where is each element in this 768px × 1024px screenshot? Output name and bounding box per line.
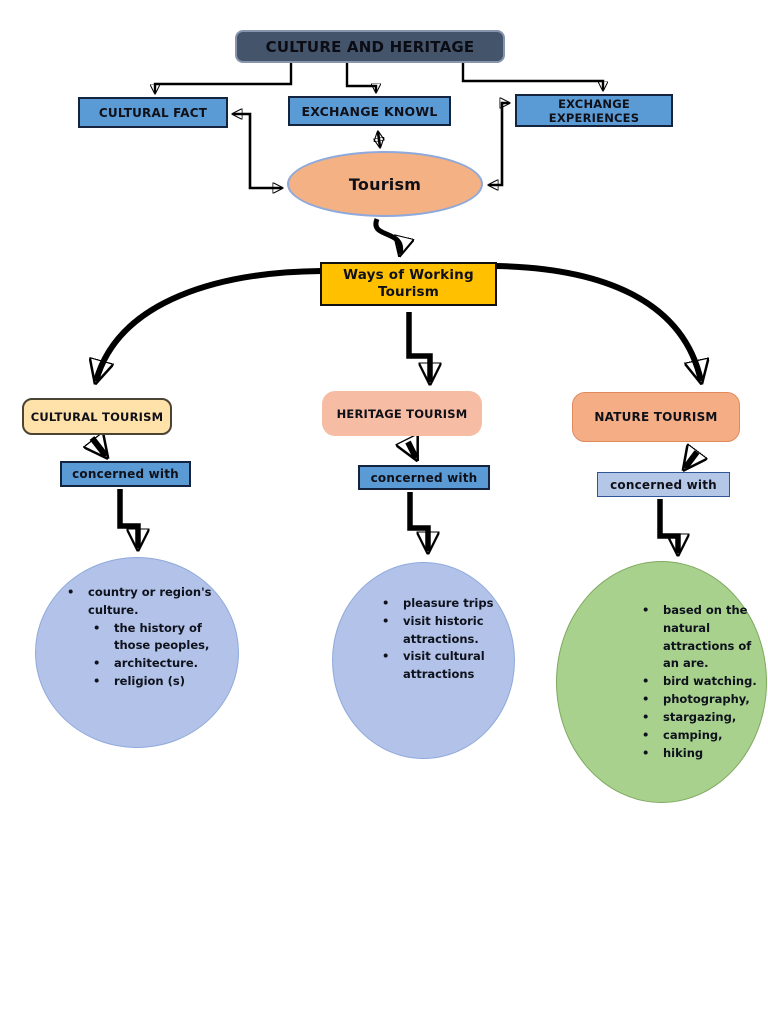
list-item: pleasure trips [377,595,505,613]
connector-cultural-tourism-to-concerned [92,438,106,456]
list-item: bird watching. [637,673,759,691]
connector-tourism-to-ways [373,218,401,254]
list-item: camping, [637,727,759,745]
nature-detail-list: based on the natural attractions of an a… [637,602,759,762]
list-item: visit historic attractions. [377,613,505,649]
connector-root-to-cultural-fact [155,62,293,93]
list-item: stargazing, [637,709,759,727]
node-cultural-fact: CULTURAL FACT [78,97,228,128]
node-ways-of-working-tourism: Ways of Working Tourism [320,262,497,306]
root-node-culture-and-heritage: CULTURE AND HERITAGE [235,30,505,63]
concerned-with-label-nature: concerned with [597,472,730,497]
node-nature-tourism: NATURE TOURISM [572,392,740,442]
connector-root-to-exchange-experiences [461,62,603,90]
concerned-with-label-cultural: concerned with [60,461,191,487]
list-item: based on the natural attractions of an a… [637,602,759,673]
cultural-tourism-detail-circle: country or region's culture. the history… [35,557,239,748]
connector-ways-to-cultural-tourism [96,268,322,381]
list-item: architecture. [88,655,214,673]
connector-nature-tourism-to-concerned [685,452,697,468]
node-exchange-experiences: EXCHANGE EXPERIENCES [515,94,673,127]
list-item: hiking [637,745,759,763]
list-item: visit cultural attractions [377,648,505,684]
heritage-detail-list: pleasure trips visit historic attraction… [377,595,505,684]
connector-ways-to-nature-tourism [495,263,701,381]
concerned-with-label-heritage: concerned with [358,465,490,490]
connector-concerned3-to-circle [657,499,678,553]
cultural-detail-list: country or region's culture. the history… [62,584,222,691]
list-item: religion (s) [88,673,214,691]
ways-label-line2: Tourism [377,284,440,300]
connector-exchange-knowl-tourism [378,132,380,147]
node-tourism-ellipse: Tourism [287,151,483,217]
connector-tourism-exchange-experiences [489,103,509,185]
connector-concerned1-to-circle [117,489,138,548]
heritage-tourism-detail-circle: pleasure trips visit historic attraction… [332,562,515,759]
connector-ways-to-heritage-tourism [406,312,430,382]
ways-label-line1: Ways of Working [343,267,474,284]
list-item: country or region's culture. [62,584,222,620]
node-exchange-knowl: EXCHANGE KNOWL [288,96,451,126]
node-heritage-tourism: HERITAGE TOURISM [322,391,482,436]
connector-heritage-tourism-to-concerned [408,442,416,458]
connector-root-to-exchange-knowl [345,62,376,92]
list-item: photography, [637,691,759,709]
list-item: the history of those peoples, [88,620,214,656]
connector-cultural-fact-tourism [233,114,282,188]
connector-concerned2-to-circle [407,492,428,551]
nature-tourism-detail-circle: based on the natural attractions of an a… [556,561,767,803]
node-cultural-tourism: CULTURAL TOURISM [22,398,172,435]
